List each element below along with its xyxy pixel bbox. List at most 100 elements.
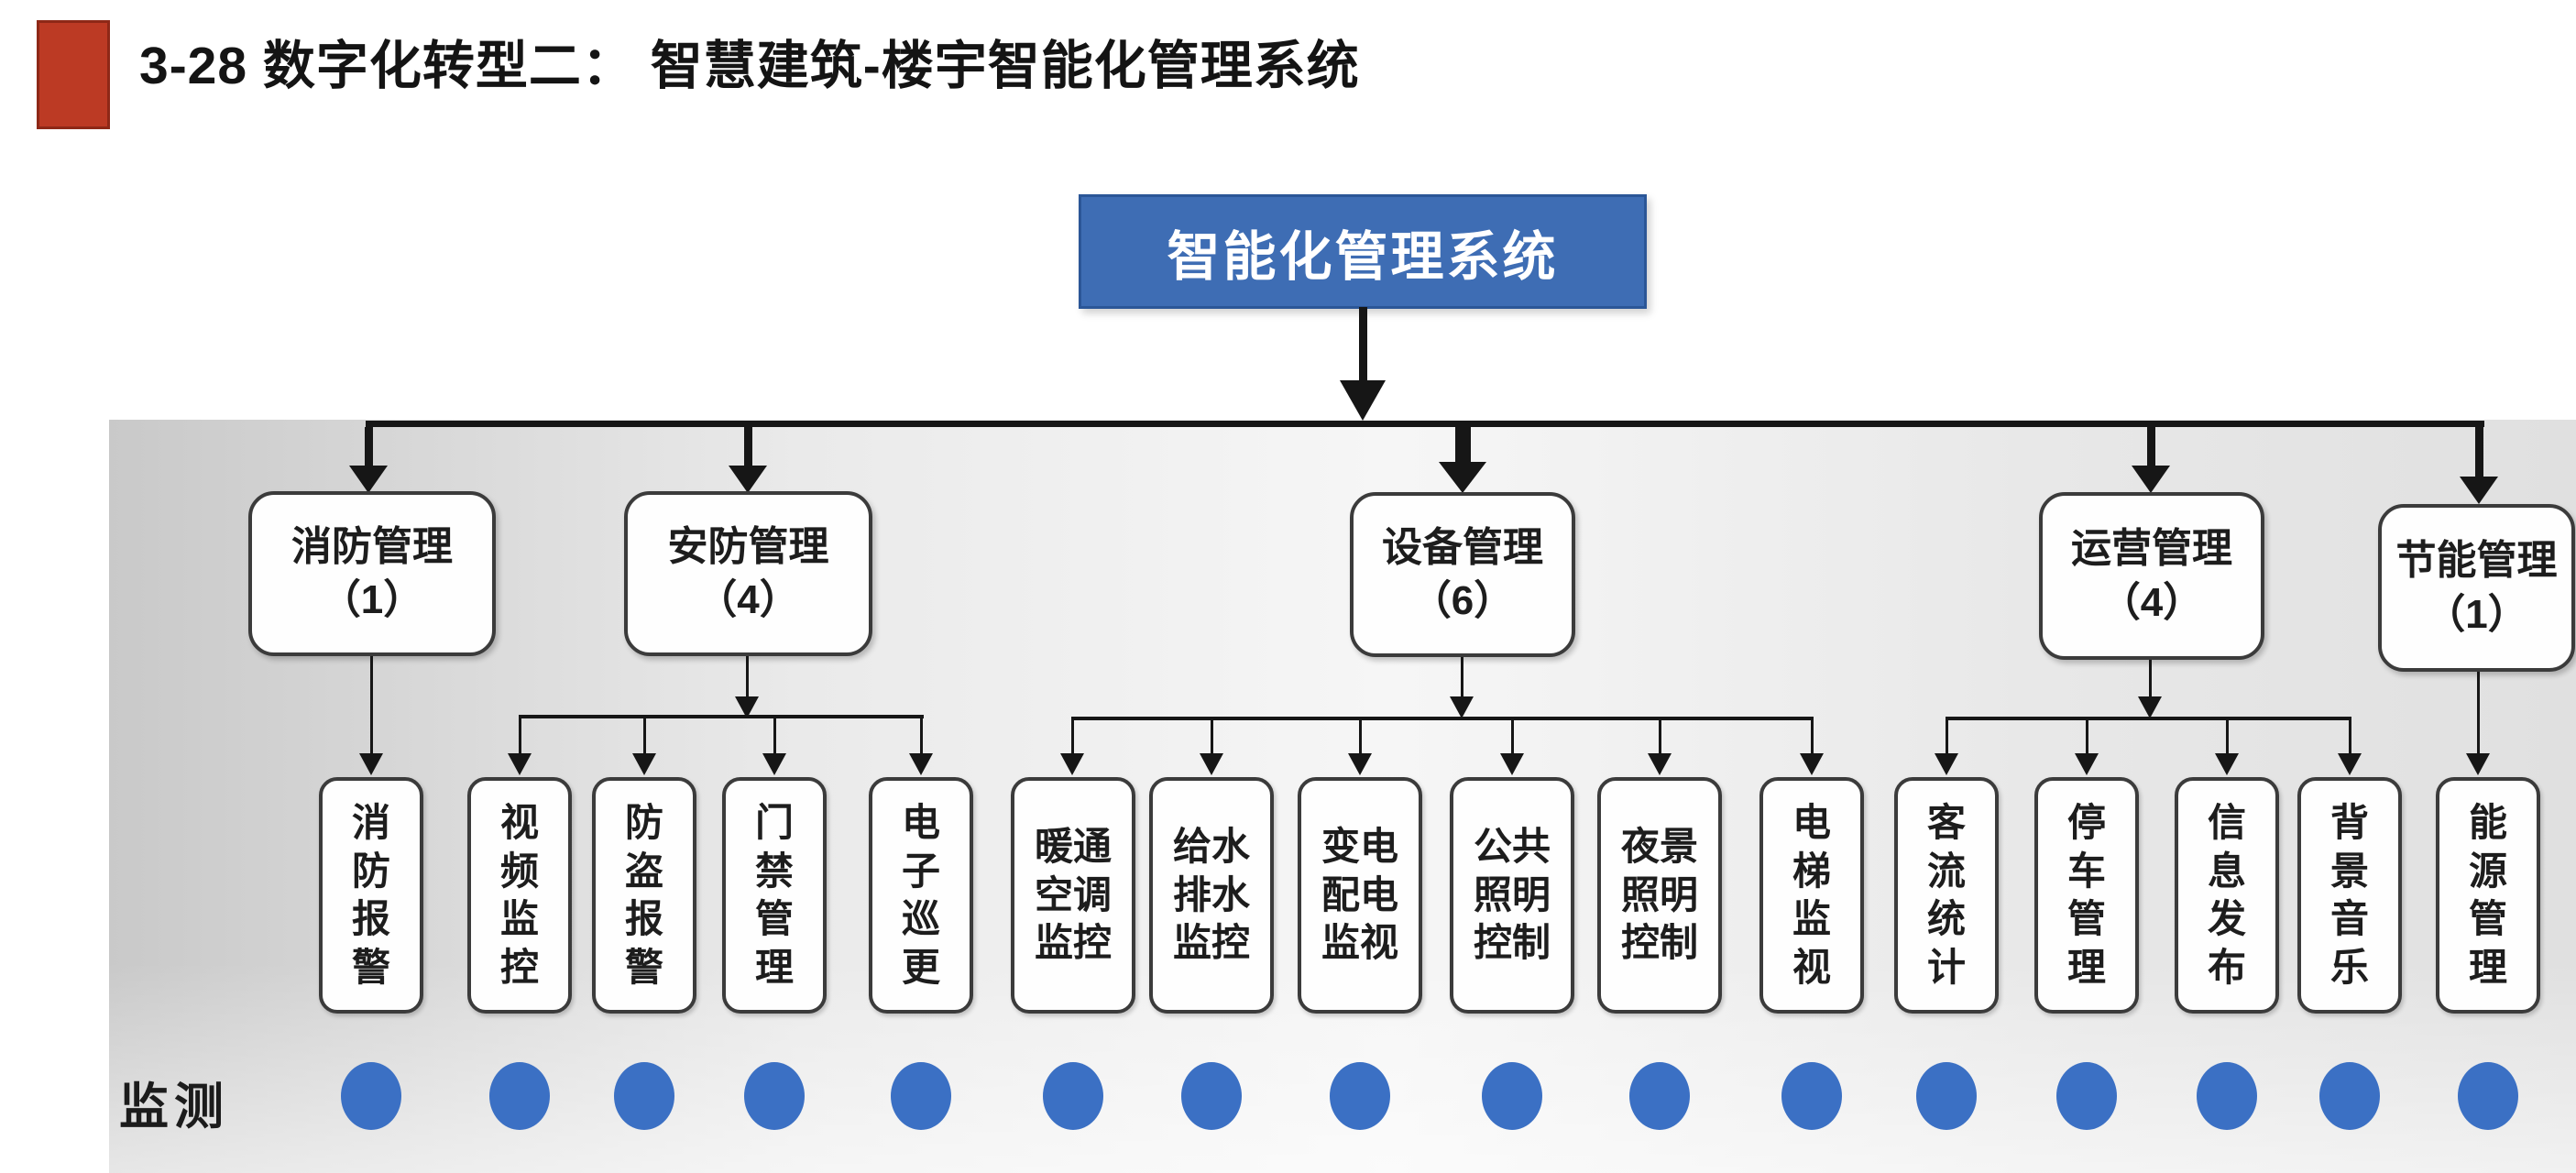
child-box-elevator-monitoring: 电梯监视 — [1759, 777, 1864, 1014]
group-box-operations: 运营管理 （4） — [2039, 492, 2264, 660]
monitor-dot — [1482, 1062, 1542, 1130]
connector-line — [2477, 672, 2480, 753]
monitor-dot — [2458, 1062, 2518, 1130]
child-box-access-control: 门禁管理 — [722, 777, 827, 1014]
connector-line — [2147, 427, 2155, 467]
monitor-dot — [891, 1062, 951, 1130]
child-box-energy-management: 能源管理 — [2436, 777, 2540, 1014]
group-count: （4） — [2099, 579, 2204, 625]
group-label: 设备管理 — [1382, 524, 1543, 570]
connector-line — [365, 427, 373, 467]
connector-line — [519, 715, 924, 718]
monitor-dot — [1916, 1062, 1977, 1130]
monitor-dot — [2197, 1062, 2257, 1130]
group-box-energy-saving: 节能管理 （1） — [2378, 504, 2575, 672]
arrowhead-icon — [1200, 753, 1223, 775]
connector-line — [1071, 717, 1814, 720]
arrowhead-icon — [1648, 753, 1672, 775]
connector-line — [1359, 717, 1362, 753]
connector-line — [1071, 717, 1074, 753]
arrowhead-icon — [762, 753, 786, 775]
arrowhead-icon — [1500, 753, 1524, 775]
arrowhead-icon — [1439, 462, 1486, 493]
arrowhead-icon — [2338, 753, 2362, 775]
connector-line — [519, 715, 521, 753]
child-box-public-lighting: 公共照明控制 — [1450, 777, 1574, 1014]
connector-line — [920, 715, 923, 753]
arrowhead-icon — [359, 753, 383, 775]
arrowhead-icon — [2075, 753, 2099, 775]
child-box-video-surveillance: 视频监控 — [467, 777, 572, 1014]
monitor-dot — [341, 1062, 401, 1130]
connector-line — [2475, 427, 2483, 477]
group-count: （1） — [2425, 591, 2528, 637]
monitor-dot — [1629, 1062, 1690, 1130]
arrowhead-icon — [2460, 477, 2498, 504]
child-box-passenger-flow: 客流统计 — [1894, 777, 1999, 1014]
monitor-dot — [1330, 1062, 1390, 1130]
connector-line — [1461, 657, 1463, 698]
child-box-hvac-monitoring: 暖通空调监控 — [1011, 777, 1135, 1014]
monitor-dot — [744, 1062, 805, 1130]
arrowhead-icon — [2132, 466, 2170, 493]
connector-line — [1946, 717, 2351, 720]
connector-line — [1946, 717, 1948, 753]
monitor-dot — [2056, 1062, 2117, 1130]
group-count: （1） — [320, 577, 424, 622]
page-title: 3-28 数字化转型二： 智慧建筑-楼宇智能化管理系统 — [139, 37, 1360, 95]
monitor-label: 监测 — [119, 1080, 229, 1135]
arrowhead-icon — [349, 466, 388, 493]
arrowhead-icon — [632, 753, 656, 775]
monitor-dot — [1181, 1062, 1242, 1130]
child-box-parking: 停车管理 — [2034, 777, 2139, 1014]
arrowhead-icon — [2466, 753, 2490, 775]
group-box-equipment: 设备管理 （6） — [1350, 492, 1575, 657]
arrowhead-icon — [1348, 753, 1372, 775]
connector-line — [773, 715, 776, 753]
root-node: 智能化管理系统 — [1079, 194, 1647, 309]
group-label: 节能管理 — [2395, 538, 2558, 584]
group-box-security: 安防管理 （4） — [624, 491, 872, 656]
group-label: 安防管理 — [667, 523, 829, 569]
group-label: 运营管理 — [2071, 526, 2232, 572]
group-count: （4） — [696, 577, 800, 622]
connector-line — [1211, 717, 1213, 753]
child-box-burglar-alarm: 防盗报警 — [592, 777, 696, 1014]
child-box-power-monitoring: 变电配电监视 — [1298, 777, 1422, 1014]
arrowhead-icon — [1800, 753, 1824, 775]
arrowhead-icon — [729, 466, 767, 493]
monitor-dot — [1043, 1062, 1103, 1130]
arrowhead-icon — [2215, 753, 2239, 775]
connector-line — [1659, 717, 1661, 753]
group-label: 消防管理 — [291, 523, 453, 569]
arrowhead-icon — [2138, 696, 2162, 718]
arrowhead-icon — [909, 753, 933, 775]
arrowhead-icon — [1060, 753, 1084, 775]
connector-line — [370, 656, 373, 755]
arrowhead-icon — [1340, 380, 1386, 421]
arrowhead-icon — [1450, 696, 1474, 718]
connector-line — [643, 715, 646, 753]
child-box-info-publishing: 信息发布 — [2175, 777, 2279, 1014]
connector-line — [366, 421, 2484, 427]
connector-line — [1359, 307, 1367, 382]
connector-line — [2149, 660, 2152, 698]
child-box-background-music: 背景音乐 — [2297, 777, 2402, 1014]
connector-line — [2226, 717, 2229, 753]
connector-line — [746, 656, 749, 698]
connector-line — [1511, 717, 1514, 753]
connector-line — [1455, 427, 1471, 464]
connector-line — [744, 427, 752, 467]
arrowhead-icon — [1935, 753, 1958, 775]
connector-line — [2349, 717, 2351, 753]
child-box-night-lighting: 夜景照明控制 — [1597, 777, 1722, 1014]
monitor-dot — [489, 1062, 550, 1130]
arrowhead-icon — [508, 753, 532, 775]
monitor-dot — [1781, 1062, 1842, 1130]
title-accent-block — [37, 20, 110, 129]
child-box-water-monitoring: 给水排水监控 — [1149, 777, 1274, 1014]
monitor-dot — [614, 1062, 674, 1130]
group-box-fire: 消防管理 （1） — [248, 491, 496, 656]
connector-line — [1811, 717, 1814, 753]
